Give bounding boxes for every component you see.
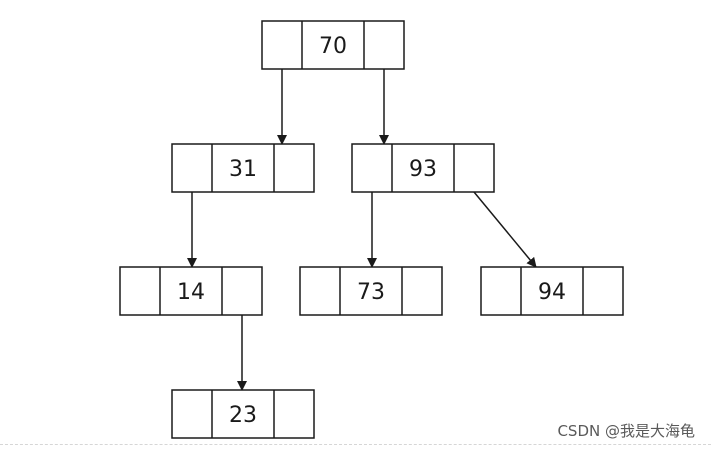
tree-node-94: 94	[480, 266, 624, 316]
node-box	[261, 20, 405, 70]
bottom-dashed-divider	[0, 444, 711, 445]
node-key-label: 93	[409, 157, 437, 182]
node-key-label: 31	[229, 157, 257, 182]
nodes-layer: 70 31 93 14 73 94 23	[119, 20, 624, 439]
node-key-label: 70	[319, 34, 347, 59]
edge-arrow-93-to-94	[473, 191, 537, 268]
node-box	[171, 143, 315, 193]
tree-node-23: 23	[171, 389, 315, 439]
tree-node-70: 70	[261, 20, 405, 70]
tree-node-93: 93	[351, 143, 495, 193]
tree-node-31: 31	[171, 143, 315, 193]
node-key-label: 94	[538, 280, 566, 305]
tree-node-14: 14	[119, 266, 263, 316]
node-key-label: 23	[229, 403, 257, 428]
node-box	[351, 143, 495, 193]
csdn-watermark: CSDN @我是大海龟	[557, 422, 695, 440]
node-key-label: 73	[357, 280, 385, 305]
edges-layer	[187, 69, 537, 391]
tree-node-73: 73	[299, 266, 443, 316]
node-box	[119, 266, 263, 316]
node-box	[299, 266, 443, 316]
node-box	[171, 389, 315, 439]
node-key-label: 14	[177, 280, 205, 305]
node-box	[480, 266, 624, 316]
